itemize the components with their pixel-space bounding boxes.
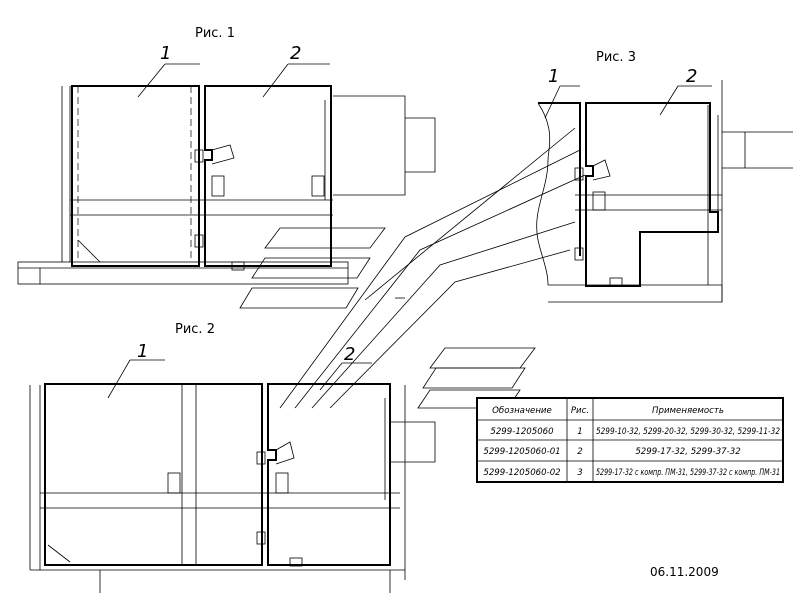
table-cell: 5299-17-32, 5299-37-32	[635, 447, 740, 457]
table-header-designation: Обозначение	[492, 406, 552, 416]
figure-2: Рис. 2 1 2	[29, 322, 436, 593]
fig3-caption: Рис. 3	[596, 50, 636, 65]
table-cell: 2	[577, 447, 582, 457]
drawing-date: 06.11.2009	[650, 565, 719, 579]
figure-1: Рис. 1 1 2	[17, 26, 436, 285]
table-header-figure: Рис.	[571, 406, 589, 416]
table-cell: 5299-1205060-01	[483, 447, 560, 457]
table-cell: 5299-10-32, 5299-20-32, 5299-30-32, 5299…	[596, 427, 780, 437]
table-header-applicability: Применяемость	[652, 406, 724, 416]
figure-3: Рис. 3 1 2	[536, 50, 793, 303]
table-cell: 5299-1205060-02	[483, 468, 560, 478]
applicability-table: Обозначение Рис. Применяемость 5299-1205…	[476, 397, 784, 483]
fig2-part2-label: 2	[344, 344, 355, 365]
fig1-part1-label: 1	[160, 43, 171, 64]
table-cell: 3	[577, 468, 582, 478]
fig1-caption: Рис. 1	[195, 26, 235, 41]
fig1-part2-label: 2	[290, 43, 301, 64]
fig3-part1-label: 1	[548, 66, 559, 87]
fig3-part2-label: 2	[686, 66, 697, 87]
fig2-part1-label: 1	[137, 341, 148, 362]
table-cell: 5299-1205060	[490, 427, 554, 437]
fig2-caption: Рис. 2	[175, 322, 215, 337]
table-cell: 5299-17-32 с компр. ПМ-31, 5299-37-32 с …	[596, 468, 780, 478]
section-transition-lines	[239, 127, 586, 409]
table-cell: 1	[577, 427, 582, 437]
